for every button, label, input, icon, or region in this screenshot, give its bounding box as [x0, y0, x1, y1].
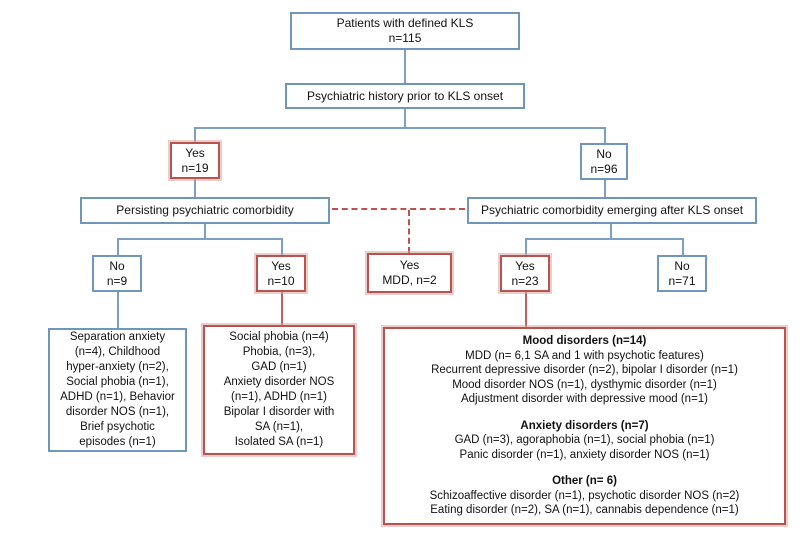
section-mood-disorders-title: Mood disorders (n=14): [522, 335, 647, 347]
connector-dashed-to-mdd: [408, 210, 410, 253]
connector-branch-to-yes10: [281, 238, 283, 255]
connector-branch-to-yes19: [194, 127, 196, 142]
connector-root-history: [404, 50, 406, 83]
node-psych-history: Psychiatric history prior to KLS onset: [285, 83, 525, 109]
node-persisting-no-label: No: [109, 258, 125, 273]
node-prior-no-count: n=96: [590, 161, 618, 176]
connector-branch-to-no71: [682, 238, 684, 255]
node-prior-no-label: No: [596, 146, 612, 161]
node-persisting-yes-count: n=10: [267, 273, 295, 288]
connector-branch-horizontal-top: [194, 127, 606, 129]
node-emerging-yes-label: Yes: [515, 258, 535, 273]
connector-branch-to-no96: [604, 127, 606, 143]
node-patients-label: Patients with defined KLS: [336, 16, 474, 30]
connector-emerging-branch: [610, 224, 612, 238]
node-persisting-label: Persisting psychiatric comorbidity: [116, 203, 294, 217]
node-prior-yes-label: Yes: [185, 145, 205, 160]
node-prior-yes-count: n=19: [181, 160, 209, 175]
section-anxiety-disorders: Anxiety disorders (n=7) GAD (n=3), agora…: [455, 419, 715, 463]
node-persisting-yes-label: Yes: [271, 258, 291, 273]
node-emerging: Psychiatric comorbidity emerging after K…: [467, 197, 757, 224]
node-persisting-detail-text: Social phobia (n=4)Phobia, (n=3),GAD (n=…: [223, 331, 335, 448]
connector-branch-to-yes23: [525, 238, 527, 255]
node-mdd-count: MDD, n=2: [382, 273, 437, 287]
section-other: Other (n= 6) Schizoaffective disorder (n…: [430, 474, 740, 518]
node-emerging-no-count: n=71: [668, 273, 696, 288]
section-anxiety-disorders-title: Anxiety disorders (n=7): [520, 419, 649, 432]
node-persisting-no: No n=9: [92, 255, 142, 292]
node-prior-no: No n=96: [580, 143, 628, 180]
node-emerging-no-label: No: [674, 258, 690, 273]
section-mood-disorders-lines: MDD (n= 6,1 SA and 1 with psychotic feat…: [431, 349, 738, 406]
node-emerging-yes: Yes n=23: [500, 255, 550, 292]
node-persisting-yes: Yes n=10: [256, 255, 306, 292]
connector-dashed-horizontal: [332, 208, 465, 210]
connector-branch-horizontal-left: [117, 238, 283, 240]
node-persisting-detail: Social phobia (n=4)Phobia, (n=3),GAD (n=…: [203, 325, 355, 455]
node-prior-yes: Yes n=19: [170, 142, 220, 179]
node-persisting: Persisting psychiatric comorbidity: [80, 197, 330, 224]
connector-no96-emerging: [604, 180, 606, 197]
node-emerging-detail: Mood disorders (n=14) MDD (n= 6,1 SA and…: [383, 327, 786, 525]
node-mdd: Yes MDD, n=2: [367, 253, 452, 293]
node-patients-count: n=115: [388, 31, 422, 45]
connector-yes10-detail: [281, 292, 283, 325]
connector-persisting-branch: [204, 224, 206, 238]
connector-no9-detail: [117, 292, 119, 328]
connector-branch-horizontal-right: [525, 238, 683, 240]
connector-yes19-persisting: [194, 179, 196, 197]
node-emerging-no: No n=71: [657, 255, 707, 292]
node-persisting-no-count: n=9: [106, 273, 128, 288]
section-other-lines: Schizoaffective disorder (n=1), psychoti…: [429, 489, 740, 517]
node-mdd-label: Yes: [399, 258, 420, 272]
node-patients: Patients with defined KLS n=115: [290, 12, 520, 50]
section-mood-disorders: Mood disorders (n=14) MDD (n= 6,1 SA and…: [431, 334, 738, 407]
connector-branch-to-no9: [117, 238, 119, 255]
section-other-title: Other (n= 6): [552, 475, 617, 487]
node-emerging-yes-count: n=23: [511, 273, 539, 288]
node-emerging-label: Psychiatric comorbidity emerging after K…: [480, 203, 744, 217]
connector-yes23-detail: [525, 292, 527, 327]
node-psych-history-label: Psychiatric history prior to KLS onset: [306, 88, 504, 103]
connector-history-branch: [404, 109, 406, 127]
section-anxiety-disorders-lines: GAD (n=3), agoraphobia (n=1), social pho…: [454, 434, 715, 461]
